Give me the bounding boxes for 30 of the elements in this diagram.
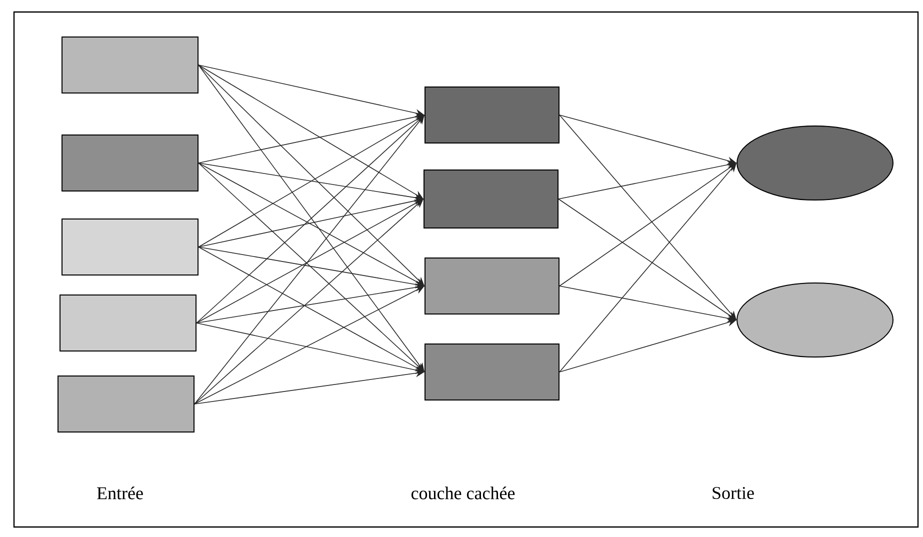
output-ellipse xyxy=(736,126,894,200)
arrow xyxy=(194,199,424,404)
arrow xyxy=(559,163,736,286)
column-label: Entrée xyxy=(97,486,143,500)
neuron-box xyxy=(58,376,194,432)
arrow xyxy=(198,115,424,248)
neuron-box xyxy=(424,86,560,144)
arrow xyxy=(198,64,424,199)
output-ellipse xyxy=(736,282,894,358)
arrow xyxy=(196,199,424,324)
neuron-box xyxy=(62,218,198,276)
column-label: couche cachée xyxy=(412,486,515,500)
arrow xyxy=(559,114,736,320)
arrow xyxy=(196,115,424,324)
neuron-box xyxy=(424,258,560,314)
neuron-box xyxy=(62,134,198,192)
arrow xyxy=(194,115,424,404)
neuron-box xyxy=(424,344,560,400)
arrow xyxy=(198,246,424,372)
arrow xyxy=(198,64,424,286)
arrow xyxy=(194,286,424,404)
neuron-box xyxy=(424,170,558,228)
neuron-box xyxy=(62,36,198,94)
arrow xyxy=(198,162,424,372)
arrow xyxy=(198,162,424,286)
arrow xyxy=(559,163,736,372)
arrow xyxy=(198,64,424,372)
arrow xyxy=(558,198,736,320)
column-label: Sortie xyxy=(712,486,754,500)
neuron-box xyxy=(60,294,196,352)
